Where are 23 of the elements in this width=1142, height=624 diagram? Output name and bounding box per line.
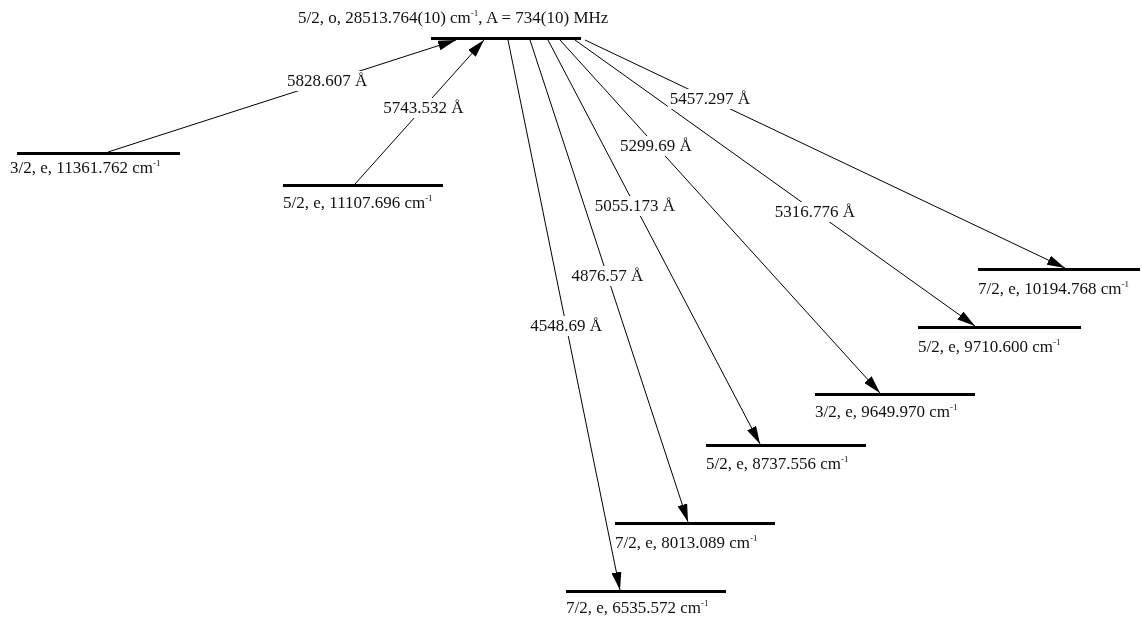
level-label: 3/2, e, 11361.762 cm$^{-1}$	[10, 158, 161, 178]
level-label: 5/2, o, 28513.764(10) cm$^{-1}$, A = 734(10) MHz	[298, 8, 609, 28]
edge-label: 5055.173 Å	[592, 195, 678, 216]
edge-label: 5457.297 Å	[667, 89, 752, 110]
edge-label: 5743.532 Å	[381, 97, 466, 118]
level-label: 7/2, e, 10194.768 cm$^{-1}$	[978, 279, 1130, 299]
transition-arrow	[559, 39, 881, 394]
transition-arrow	[574, 39, 976, 327]
edge-label: 5828.607 Å	[285, 71, 370, 92]
level-label: 7/2, e, 8013.089 cm$^{-1}$	[615, 533, 758, 553]
level-label: 5/2, e, 11107.696 cm$^{-1}$	[283, 193, 433, 213]
edge-label: 4548.69 Å	[528, 316, 605, 336]
edge-label: 5316.776 Å	[772, 201, 858, 222]
transition-arrow	[507, 39, 622, 591]
transition-arrow	[529, 39, 689, 523]
edge-label: 4876.57 Å	[569, 266, 646, 287]
level-label: 5/2, e, 8737.556 cm$^{-1}$	[706, 454, 849, 474]
level-label: 7/2, e, 6535.572 cm$^{-1}$	[566, 598, 709, 618]
level-label: 3/2, e, 9649.970 cm$^{-1}$	[815, 402, 958, 422]
transition-arrow	[547, 39, 761, 445]
level-label: 5/2, e, 9710.600 cm$^{-1}$	[918, 337, 1061, 357]
edge-label: 5299.69 Å	[618, 135, 694, 156]
transition-arrow	[584, 39, 1066, 269]
